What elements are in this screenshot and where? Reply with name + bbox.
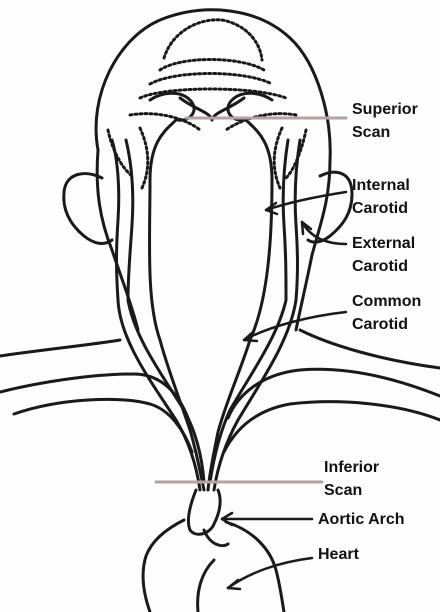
- heart-inner: [198, 560, 214, 612]
- label-common-carotid: Common Carotid: [352, 290, 421, 336]
- label-aortic-arch: Aortic Arch: [318, 508, 405, 531]
- right-internal-carotid: [295, 140, 300, 300]
- label-external-carotid: External Carotid: [352, 232, 415, 278]
- label-superior-scan: Superior Scan: [352, 98, 418, 144]
- left-shoulder-outer: [0, 340, 120, 356]
- heart-outline: [143, 520, 184, 612]
- right-external-carotid: [283, 140, 288, 300]
- label-internal-carotid: Internal Carotid: [352, 174, 410, 220]
- central-vessel-right: [208, 120, 272, 490]
- left-internal-carotid: [112, 140, 119, 300]
- heart-outline-right: [226, 522, 284, 612]
- label-inferior-scan: Inferior Scan: [324, 456, 379, 502]
- left-shoulder-inner: [14, 399, 192, 452]
- left-external-carotid: [126, 140, 133, 300]
- aortic-arch: [188, 490, 220, 534]
- heart-arrow: [228, 558, 312, 588]
- label-heart: Heart: [318, 543, 359, 566]
- internal-carotid-arrow: [266, 192, 346, 210]
- left-common-carotid: [118, 300, 200, 490]
- right-shoulder-inner: [224, 402, 440, 452]
- skull-dotted-structure: [108, 20, 306, 188]
